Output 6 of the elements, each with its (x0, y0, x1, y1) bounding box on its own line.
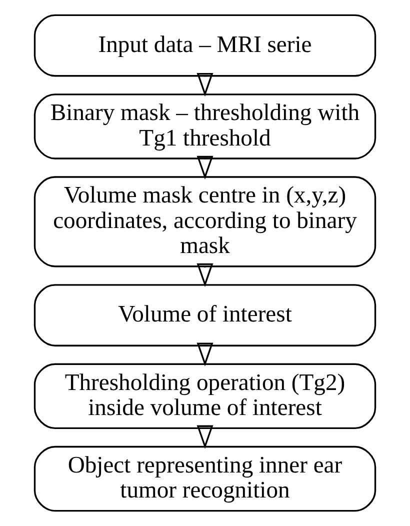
arrow (196, 342, 214, 366)
arrow (196, 72, 214, 97)
node-box: Object representing inner ear tumor recognition (34, 446, 376, 512)
arrow (196, 156, 214, 180)
arrow (196, 263, 214, 287)
arrow (196, 425, 214, 449)
